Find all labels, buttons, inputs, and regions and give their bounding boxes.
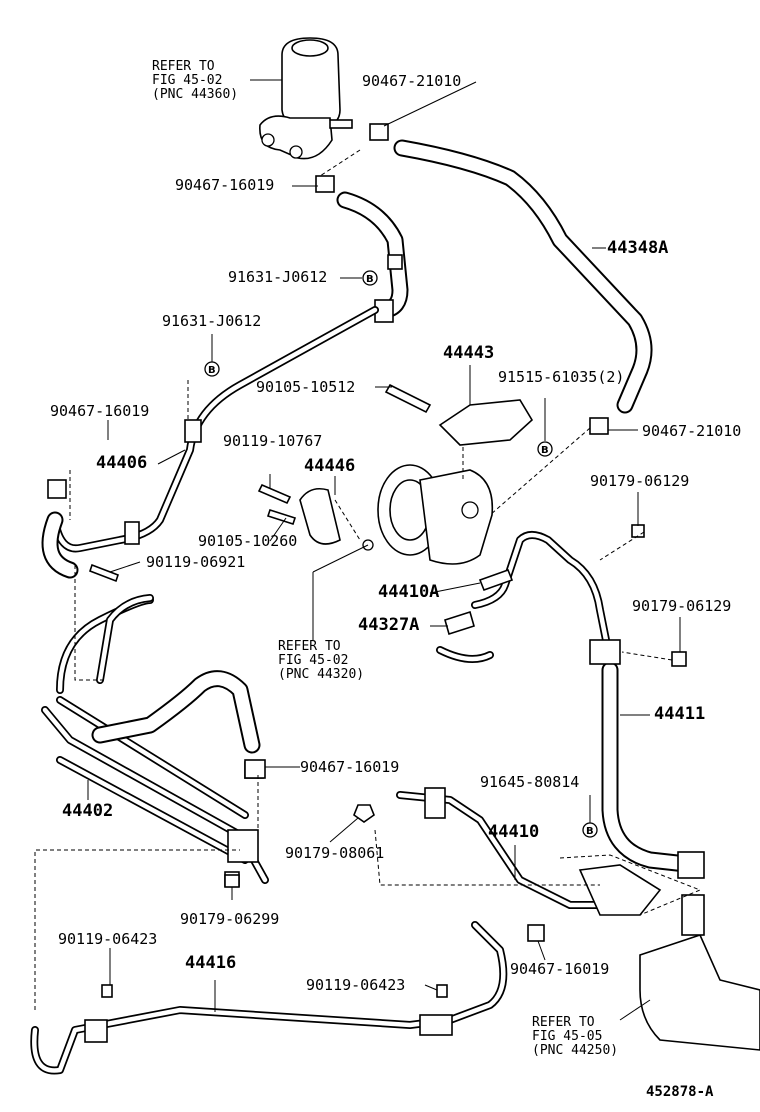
part-label-91515-61035: 91515-61035(2)	[498, 368, 625, 386]
part-label-90179-06129-b: 90179-06129	[632, 597, 732, 615]
svg-text:B: B	[208, 365, 216, 376]
bracket-44446	[299, 487, 341, 545]
part-label-90467-16019-left: 90467-16019	[50, 402, 150, 420]
illustration-code: 452878-A	[646, 1084, 714, 1100]
part-label-90467-21010-right: 90467-21010	[642, 422, 742, 440]
hose-44348a	[393, 139, 653, 414]
part-label-90467-16019-upper: 90467-16019	[175, 176, 275, 194]
part-label-44443: 44443	[443, 343, 495, 363]
part-label-90105-10260: 90105-10260	[198, 532, 298, 550]
bracket-44443	[438, 399, 534, 446]
part-label-90105-10512: 90105-10512	[256, 378, 356, 396]
pipe-44406	[51, 306, 379, 553]
part-label-90119-06921: 90119-06921	[146, 553, 246, 571]
pump-ref-note: REFER TO FIG 45-02 (PNC 44320)	[278, 639, 365, 682]
part-label-91631-j0612-b: 91631-J0612	[162, 312, 262, 330]
part-label-90119-06423-a: 90119-06423	[58, 930, 158, 948]
svg-text:B: B	[366, 274, 374, 285]
part-label-44446: 44446	[304, 456, 356, 476]
line-44416	[30, 921, 508, 1075]
part-label-90119-10767: 90119-10767	[223, 432, 323, 450]
part-label-44410a: 44410A	[378, 582, 440, 602]
part-label-90467-21010-top: 90467-21010	[362, 72, 462, 90]
part-label-91645-80814: 91645-80814	[480, 773, 580, 791]
part-label-44406: 44406	[96, 453, 148, 473]
part-label-90119-06423-b: 90119-06423	[306, 976, 406, 994]
part-label-90467-16019-lower: 90467-16019	[510, 960, 610, 978]
pressure-line-44411	[471, 531, 704, 874]
part-label-44348a: 44348A	[607, 238, 669, 258]
steering-gear-housing	[639, 894, 760, 1051]
part-label-44411: 44411	[654, 704, 706, 724]
cooler-44402	[41, 594, 269, 884]
part-label-44410: 44410	[488, 822, 540, 842]
svg-text:B: B	[541, 445, 549, 456]
part-label-90179-06299: 90179-06299	[180, 910, 280, 928]
reservoir-tank	[259, 37, 353, 160]
power-steering-pump	[362, 464, 494, 565]
part-label-91631-j0612-a: 91631-J0612	[228, 268, 328, 286]
gear-ref-note: REFER TO FIG 45-05 (PNC 44250)	[532, 1015, 619, 1058]
part-label-44402: 44402	[62, 801, 114, 821]
part-label-90179-08061: 90179-08061	[285, 844, 385, 862]
svg-text:B: B	[586, 826, 594, 837]
part-label-44327a: 44327A	[358, 615, 420, 635]
part-label-90179-06129-a: 90179-06129	[590, 472, 690, 490]
part-label-44416: 44416	[185, 953, 237, 973]
part-label-90467-16019-mid: 90467-16019	[300, 758, 400, 776]
reservoir-ref-note: REFER TO FIG 45-02 (PNC 44360)	[152, 59, 239, 102]
